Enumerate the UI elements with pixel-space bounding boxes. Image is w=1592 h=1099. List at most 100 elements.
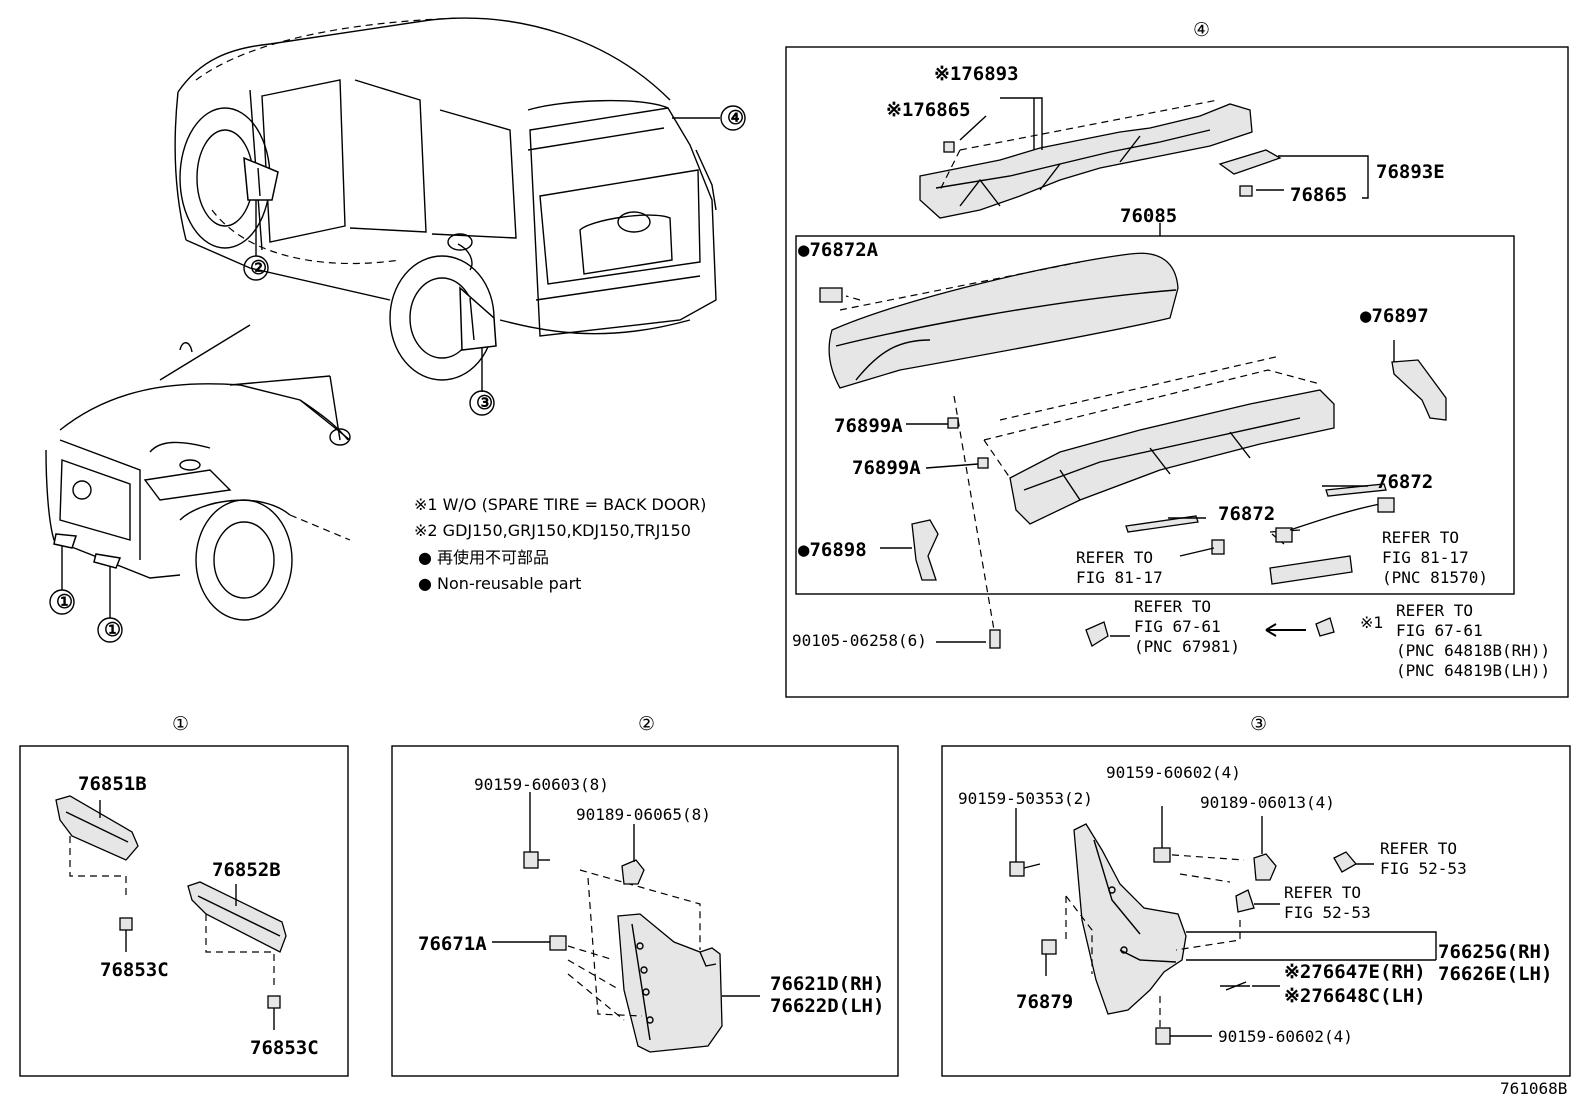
part-76897 [1391, 359, 1447, 421]
label-3-ref1-line1: REFER TO [1380, 839, 1457, 858]
label-2-rh: 76621D(RH) [770, 973, 884, 995]
note-2: ※2 GDJ150,GRJ150,KDJ150,TRJ150 [414, 521, 691, 540]
wire-end [1377, 497, 1395, 513]
label-76872-right: 76872 [1376, 471, 1433, 493]
spoiler-bracket-76893 [919, 99, 1253, 219]
part-76899A-lower [977, 457, 989, 469]
label-76899A-2: 76899A [852, 457, 921, 479]
pin-76647E [1220, 981, 1250, 991]
ref4-line4: (PNC 64819B(LH)) [1396, 661, 1550, 680]
leader-ref1 [1179, 547, 1215, 557]
ref4-line2: FIG 67-61 [1396, 621, 1483, 640]
nut-90189-06013 [1253, 853, 1277, 881]
section-3-title: ③ [1250, 713, 1267, 735]
section-4-title: ④ [1193, 19, 1210, 41]
leader-76899A-2 [925, 463, 979, 469]
label-3-clip: 76879 [1016, 991, 1073, 1013]
refer-arrow [1265, 623, 1306, 637]
vehicle-rear-view [174, 17, 720, 392]
label-76851B: 76851B [78, 773, 147, 795]
clip-76865-upper [943, 141, 955, 153]
part-76852B [187, 881, 287, 953]
label-3-lh: 76626E(LH) [1438, 963, 1552, 985]
ref3-line3: (PNC 67981) [1134, 637, 1240, 656]
screw-90159-60603 [523, 851, 539, 869]
guide-3a [1159, 853, 1245, 883]
ref1-line1: REFER TO [1076, 548, 1153, 567]
label-76893E: 76893E [1376, 161, 1445, 183]
guide-2c [567, 945, 625, 1021]
label-2-s1: 90159-60603(8) [474, 775, 609, 794]
label-76872A: ●76872A [798, 239, 879, 261]
label-3-s3: 90189-06013(4) [1200, 793, 1335, 812]
nut-90189-06065 [621, 859, 645, 885]
guide-76852B [205, 914, 275, 990]
clip-ref1 [1333, 851, 1357, 873]
guide-2b [587, 877, 643, 1017]
guide-3c [1175, 920, 1241, 951]
spoiler-cover-76085 [828, 252, 1179, 389]
label-3-ref2-line1: REFER TO [1284, 883, 1361, 902]
label-3-ref2-line2: FIG 52-53 [1284, 903, 1371, 922]
label-76897: ●76897 [1360, 305, 1429, 327]
callout-1b-overview: ① [104, 619, 121, 641]
ref4-line1: REFER TO [1396, 601, 1473, 620]
leader-76893E [1278, 155, 1369, 199]
ref2-line1: REFER TO [1382, 528, 1459, 547]
label-76853C-2: 76853C [250, 1037, 319, 1059]
label-76899A-1: 76899A [834, 415, 903, 437]
label-2-s2: 90189-06065(8) [576, 805, 711, 824]
label-76865-upper: ※176865 [886, 99, 971, 121]
bar-81570 [1269, 555, 1353, 585]
label-76853C-1: 76853C [100, 959, 169, 981]
ref2-line2: FIG 81-17 [1382, 548, 1469, 567]
label-76872-lower: 76872 [1218, 503, 1275, 525]
section-2-title: ② [638, 713, 655, 735]
callout-2-overview: ② [250, 257, 267, 279]
spoiler-base [983, 355, 1335, 525]
label-76865-lower: 76865 [1290, 184, 1347, 206]
clip-76879 [1041, 939, 1057, 955]
vehicle-front-view [45, 324, 351, 621]
clip-76853C-2 [267, 995, 281, 1009]
note-1: ※1 W/O (SPARE TIRE = BACK DOOR) [414, 495, 706, 514]
ref3-line2: FIG 67-61 [1134, 617, 1221, 636]
screw-bottom [1155, 1027, 1171, 1045]
callout-3-overview: ③ [476, 392, 493, 414]
wire [1289, 503, 1381, 531]
ref2-line3: (PNC 81570) [1382, 568, 1488, 587]
ref1-line2: FIG 81-17 [1076, 568, 1163, 587]
label-76898: ●76898 [798, 539, 867, 561]
ref3-line1: REFER TO [1134, 597, 1211, 616]
label-76893: ※176893 [934, 63, 1019, 85]
screw-90159-60602 [1153, 847, 1171, 863]
label-3-m1: ※276647E(RH) [1284, 961, 1426, 983]
label-3-s2: 90159-60602(4) [1106, 763, 1241, 782]
label-76852B: 76852B [212, 859, 281, 881]
part-76899A-upper [947, 417, 959, 429]
callout-4-overview: ④ [727, 107, 744, 129]
part-64818B [1315, 617, 1335, 637]
mudflap-front [617, 913, 723, 1053]
part-76898 [911, 519, 939, 581]
screw-90159-50353 [1009, 861, 1025, 877]
label-bolt-90105: 90105-06258(6) [792, 631, 927, 650]
leader-3-rh-lh [1186, 931, 1437, 960]
label-3-m2: ※276648C(LH) [1284, 985, 1426, 1007]
mudflap-rear [1073, 823, 1187, 1015]
section-3-box [941, 745, 1571, 1077]
overview-callouts [49, 105, 746, 643]
bolt-guide-line [953, 395, 995, 631]
section-4-box [785, 46, 1569, 698]
ref4-mark: ※1 [1360, 613, 1384, 632]
legend-jp: ● 再使用不可部品 [418, 548, 549, 567]
label-3-bottom: 90159-60602(4) [1218, 1027, 1353, 1046]
part-76851B [55, 795, 139, 861]
part-76872-lower [1125, 515, 1199, 533]
callout-1a-overview: ① [56, 591, 73, 613]
section-1-box [19, 745, 349, 1077]
figure-id: 761068B [1500, 1079, 1567, 1098]
label-3-rh: 76625G(RH) [1438, 941, 1552, 963]
part-76872A [819, 287, 843, 303]
